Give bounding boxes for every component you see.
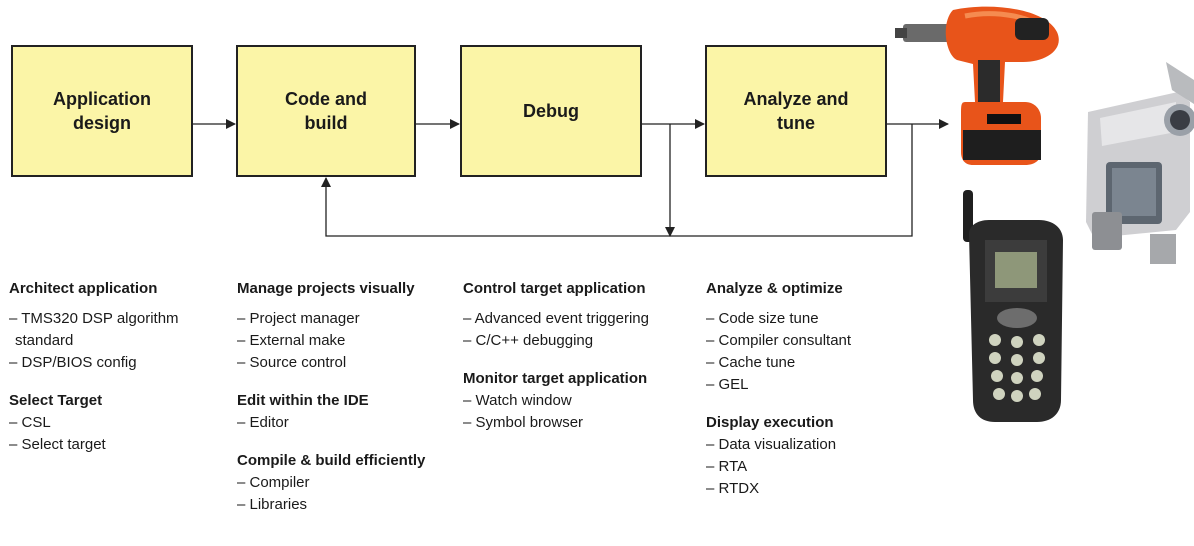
column-application-design: Architect application – TMS320 DSP algor… bbox=[9, 278, 224, 456]
step-label: Debug bbox=[523, 100, 579, 121]
group-heading: Display execution bbox=[706, 414, 834, 431]
step-label: Analyze and tune bbox=[743, 88, 849, 133]
list-item: – GEL bbox=[706, 376, 749, 393]
power-drill-image bbox=[895, 6, 1059, 165]
list-item: – Advanced event triggering bbox=[463, 310, 649, 327]
group-items: – TMS320 DSP algorithm standard – DSP/BI… bbox=[9, 308, 224, 374]
group-items: – Compiler – Libraries bbox=[237, 472, 452, 516]
list-item: – External make bbox=[237, 332, 346, 349]
group-heading: Compile & build efficiently bbox=[237, 452, 426, 469]
list-item: – Project manager bbox=[237, 310, 360, 327]
step-debug: Debug bbox=[460, 45, 642, 177]
list-item: – Code size tune bbox=[706, 310, 819, 327]
group-items: – Editor bbox=[237, 412, 452, 434]
group-heading: Architect application bbox=[9, 280, 158, 297]
step-analyze-and-tune: Analyze and tune bbox=[705, 45, 887, 177]
step-application-design: Application design bbox=[11, 45, 193, 177]
group-heading: Analyze & optimize bbox=[706, 280, 843, 297]
group-items: – Data visualization – RTA – RTDX bbox=[706, 434, 906, 500]
group-items: – Code size tune – Compiler consultant –… bbox=[706, 308, 906, 396]
list-item: – RTDX bbox=[706, 480, 760, 497]
list-item: – C/C++ debugging bbox=[463, 332, 594, 349]
group-heading: Monitor target application bbox=[463, 370, 648, 387]
list-item: – DSP/BIOS config bbox=[9, 354, 137, 371]
list-item: – Cache tune bbox=[706, 354, 796, 371]
list-item: – Compiler consultant bbox=[706, 332, 852, 349]
mobile-phone-image bbox=[963, 190, 1063, 422]
step-code-and-build: Code and build bbox=[236, 45, 416, 177]
list-item: – Libraries bbox=[237, 496, 308, 513]
group-heading: Control target application bbox=[463, 280, 646, 297]
step-label: Application design bbox=[53, 88, 151, 133]
group-heading: Edit within the IDE bbox=[237, 392, 369, 409]
list-item: standard bbox=[15, 332, 74, 349]
group-heading: Select Target bbox=[9, 392, 103, 409]
column-debug: Control target application – Advanced ev… bbox=[463, 278, 703, 434]
group-items: – Advanced event triggering – C/C++ debu… bbox=[463, 308, 703, 352]
list-item: – Symbol browser bbox=[463, 414, 584, 431]
camcorder-image bbox=[1086, 62, 1194, 264]
list-item: – TMS320 DSP algorithm bbox=[9, 310, 179, 327]
list-item: – CSL bbox=[9, 414, 51, 431]
list-item: – Watch window bbox=[463, 392, 572, 409]
list-item: – Source control bbox=[237, 354, 347, 371]
list-item: – Select target bbox=[9, 436, 106, 453]
column-analyze-and-tune: Analyze & optimize – Code size tune – Co… bbox=[706, 278, 906, 500]
list-item: – Data visualization bbox=[706, 436, 837, 453]
group-items: – Watch window – Symbol browser bbox=[463, 390, 703, 434]
step-label: Code and build bbox=[284, 88, 367, 133]
list-item: – Editor bbox=[237, 414, 289, 431]
list-item: – Compiler bbox=[237, 474, 310, 491]
group-items: – Project manager – External make – Sour… bbox=[237, 308, 452, 374]
column-code-and-build: Manage projects visually – Project manag… bbox=[237, 278, 452, 516]
group-items: – CSL – Select target bbox=[9, 412, 224, 456]
group-heading: Manage projects visually bbox=[237, 280, 415, 297]
feedback-loop bbox=[321, 124, 913, 237]
list-item: – RTA bbox=[706, 458, 748, 475]
